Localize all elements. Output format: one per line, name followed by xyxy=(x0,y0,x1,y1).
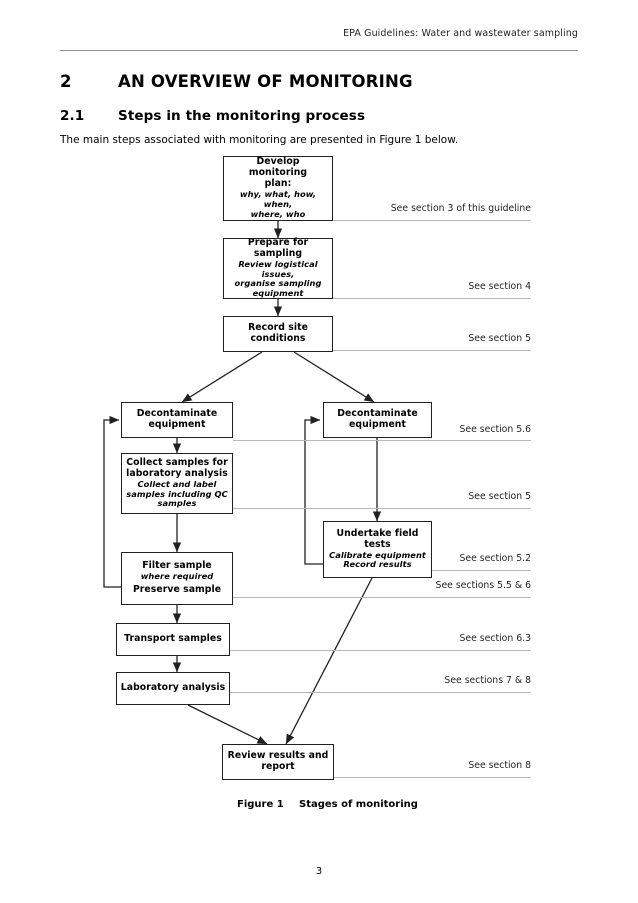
node-sub-line1: Collect and label xyxy=(137,478,217,489)
node-title-line1: Laboratory analysis xyxy=(120,682,226,694)
node-title-line2: laboratory analysis xyxy=(126,467,228,479)
node-decontaminate-equipment-right[interactable]: Decontaminate equipment xyxy=(323,402,432,438)
section-separator-sec4 xyxy=(333,298,531,299)
node-title-line1: Prepare for xyxy=(247,236,309,248)
node-sub-line1: Calibrate equipment xyxy=(329,549,426,560)
node-sub-line1: Review logistical issues, xyxy=(238,258,318,279)
section-separator-sec63 xyxy=(230,650,531,651)
section-reference-label-sec5b: See section 5 xyxy=(468,491,531,502)
node-sub-line2: Record results xyxy=(343,559,412,570)
section-separator-sec5a xyxy=(333,350,531,351)
node-transport-samples[interactable]: Transport samples xyxy=(116,623,230,656)
figure-caption-title: Stages of monitoring xyxy=(299,799,418,810)
node-title-line1: Filter sample xyxy=(142,560,212,572)
node-title-line1: Develop monitoring xyxy=(248,156,308,179)
section-reference-label-sec63: See section 6.3 xyxy=(459,633,531,644)
node-title-line1: Decontaminate xyxy=(337,408,418,420)
node-develop-plan[interactable]: Develop monitoring plan: why, what, how,… xyxy=(223,156,333,221)
node-title-line2: sampling xyxy=(253,247,303,259)
node-title-line2: Preserve sample xyxy=(132,583,222,595)
node-title-line1: Collect samples for xyxy=(126,456,228,468)
node-sub-line3: samples xyxy=(157,498,197,509)
section-reference-label-sec7and8: See sections 7 & 8 xyxy=(444,675,531,686)
node-prepare-sampling[interactable]: Prepare for sampling Review logistical i… xyxy=(223,236,333,299)
section-separator-sec5b xyxy=(233,508,531,509)
figure-caption: Figure 1 Stages of monitoring xyxy=(237,799,418,810)
section-reference-label-sec52: See section 5.2 xyxy=(459,553,531,564)
node-filter-preserve-sample[interactable]: Filter sample where required Preserve sa… xyxy=(121,552,233,605)
section-separator-sec7and8 xyxy=(230,692,531,693)
section-reference-label-sec8: See section 8 xyxy=(468,760,531,771)
header-rule xyxy=(60,50,578,51)
intro-paragraph: The main steps associated with monitorin… xyxy=(60,134,459,146)
section-separator-sec56 xyxy=(233,440,531,441)
section-separator-sec8 xyxy=(334,777,531,778)
chapter-title: AN OVERVIEW OF MONITORING xyxy=(118,72,413,91)
chapter-number: 2 xyxy=(60,72,72,91)
node-title-line1: Undertake field xyxy=(336,527,419,539)
node-title-line2: equipment xyxy=(349,419,406,430)
node-sub-line1: why, what, how, when, xyxy=(239,189,317,210)
node-sub-line2: organise sampling xyxy=(234,278,322,289)
node-title-line1: Review results and xyxy=(227,750,329,762)
node-title-line2: tests xyxy=(364,538,391,550)
node-decontaminate-equipment-left[interactable]: Decontaminate equipment xyxy=(121,402,233,438)
node-title-line1: Decontaminate xyxy=(136,408,218,420)
section-separator-sec52 xyxy=(432,570,531,571)
node-title-line2: conditions xyxy=(250,333,306,344)
page-number: 3 xyxy=(315,866,323,877)
node-title-line1: Transport samples xyxy=(124,633,222,645)
section-title: Steps in the monitoring process xyxy=(118,108,366,124)
node-undertake-field-tests[interactable]: Undertake field tests Calibrate equipmen… xyxy=(323,521,432,578)
node-review-results[interactable]: Review results and report xyxy=(222,744,334,780)
section-reference-label-sec56: See section 5.6 xyxy=(459,424,531,435)
section-number: 2.1 xyxy=(60,108,85,124)
section-separator-sec55and6 xyxy=(233,597,531,598)
section-reference-label-sec55and6: See sections 5.5 & 6 xyxy=(435,580,531,591)
section-reference-label-sec5a: See section 5 xyxy=(468,333,531,344)
chapter-heading: 2 AN OVERVIEW OF MONITORING xyxy=(60,72,413,91)
section-reference-label-sec4: See section 4 xyxy=(468,281,531,292)
node-sub-line3: equipment xyxy=(252,288,304,299)
node-title-line2: report xyxy=(261,761,295,772)
node-title-line2: equipment xyxy=(148,419,206,430)
section-separator-sec3 xyxy=(333,220,531,221)
figure-caption-label: Figure 1 xyxy=(237,799,284,810)
section-reference-label-sec3: See section 3 of this guideline xyxy=(390,203,531,214)
node-sub-line1: where required xyxy=(140,571,214,582)
flowchart-connectors xyxy=(103,221,382,745)
node-collect-samples[interactable]: Collect samples for laboratory analysis … xyxy=(121,453,233,514)
node-record-site-conditions[interactable]: Record site conditions xyxy=(223,316,333,352)
running-header-title: EPA Guidelines: Water and wastewater sam… xyxy=(343,28,578,39)
node-sub-line2: samples including QC xyxy=(126,488,228,499)
node-sub-line2: where, who xyxy=(250,208,306,219)
node-laboratory-analysis[interactable]: Laboratory analysis xyxy=(116,672,230,705)
node-title-line1: Record site xyxy=(248,322,308,334)
node-title-line2: plan: xyxy=(264,178,292,190)
flowchart-figure: Develop monitoring plan: why, what, how,… xyxy=(0,150,638,790)
section-heading: 2.1 Steps in the monitoring process xyxy=(60,108,365,124)
